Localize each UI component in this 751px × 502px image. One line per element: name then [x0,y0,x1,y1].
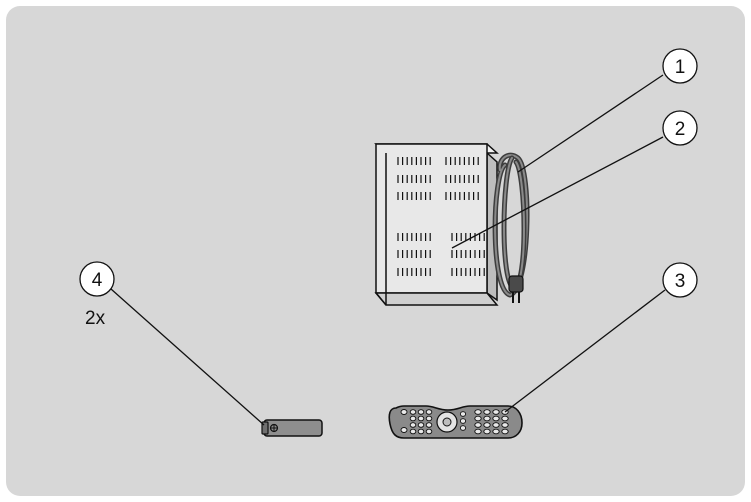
set-top-box-icon [374,143,499,306]
callout-3-label: 3 [675,271,686,292]
remote-button [483,422,491,428]
callout-2: 2 [662,110,698,146]
callout-2-leader [451,136,664,249]
remote-button [474,409,482,415]
remote-button [483,428,491,435]
remote-button [492,409,500,415]
callout-4: 4 [79,261,115,297]
remote-button [459,425,467,431]
battery-quantity-label: 2x [85,308,106,329]
remote-button [409,428,417,435]
remote-button [501,428,509,435]
callout-3: 3 [662,262,698,298]
callout-3-leader [504,289,666,413]
remote-button [417,409,425,415]
remote-button [474,428,482,435]
remote-button [459,411,467,417]
remote-button [501,422,509,428]
remote-button [409,409,417,415]
remote-button [400,427,408,433]
remote-button [417,428,425,435]
remote-button [492,422,500,428]
power-cord-icon [492,152,530,303]
remote-button [492,415,500,422]
callout-4-label: 4 [92,270,103,291]
remote-button [409,422,417,428]
callout-4-leader [110,288,265,426]
remote-button [492,428,500,435]
remote-button [483,415,491,422]
callout-2-label: 2 [675,119,686,140]
remote-button [417,415,425,422]
remote-button [474,415,482,422]
remote-button [501,415,509,422]
remote-button [425,409,433,415]
remote-control-icon [388,405,523,439]
remote-button [425,422,433,428]
remote-button [417,422,425,428]
remote-button [400,409,408,415]
remote-button [459,418,467,424]
remote-button [483,409,491,415]
remote-button [409,415,417,422]
callout-1: 1 [662,48,698,84]
callout-1-leader [517,74,664,173]
remote-button [474,422,482,428]
battery-icon [261,419,323,437]
callout-1-label: 1 [675,57,686,78]
remote-button [425,415,433,422]
remote-button [425,428,433,435]
